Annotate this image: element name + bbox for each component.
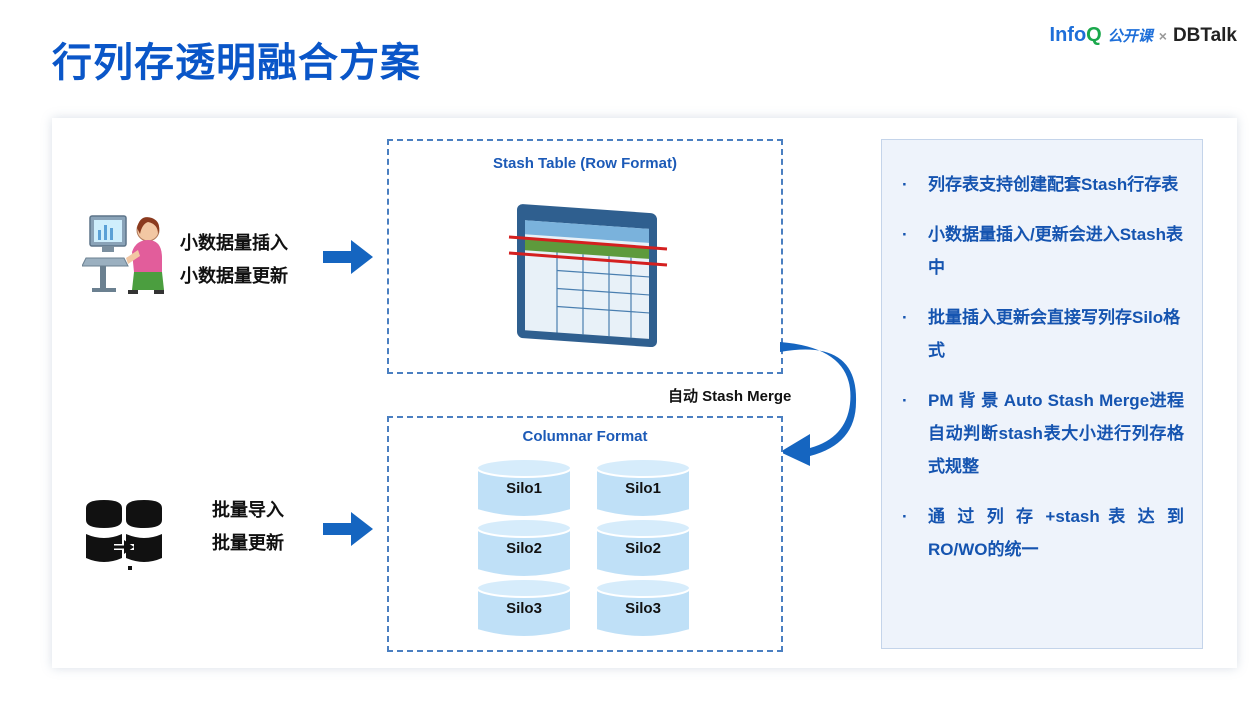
gongkaike-logo: 公开课 [1107, 28, 1153, 45]
sponsor-logos: InfoQ 公开课 × DBTalk [1050, 24, 1237, 47]
silo-cylinder: Silo1 [476, 458, 572, 522]
infoq-logo: InfoQ [1049, 24, 1102, 46]
arrow-right-icon [323, 512, 373, 546]
merge-arrow-icon [780, 342, 857, 466]
stash-table-title: Stash Table (Row Format) [493, 155, 677, 172]
silo-cylinder: Silo1 [595, 458, 691, 522]
silo-label: Silo3 [506, 600, 542, 617]
silo-label: Silo2 [506, 540, 542, 557]
silo-cylinder: Silo2 [595, 518, 691, 582]
logo-separator: × [1158, 27, 1167, 44]
silo-cylinder: Silo2 [476, 518, 572, 582]
silo-label: Silo1 [506, 480, 542, 497]
database-transfer-icon [86, 500, 162, 570]
bullet-item: ·列存表支持创建配套Stash行存表 [902, 175, 1179, 194]
arrow-right-icon [323, 240, 373, 274]
bullet-item: ·小数据量插入/更新会进入Stash表中 [902, 225, 1184, 277]
bullet-item: ·通 过 列 存 +stash 表 达 到 RO/WO的统一 [902, 507, 1184, 559]
user-computer-icon [82, 215, 164, 294]
stash-table-box: Stash Table (Row Format) [387, 139, 783, 374]
batch-import-label: 批量导入 [212, 500, 284, 521]
small-update-label: 小数据量更新 [180, 266, 288, 287]
dbtalk-logo: DBTalk [1172, 24, 1237, 46]
silo-label: Silo2 [625, 540, 661, 557]
silo-label: Silo1 [625, 480, 661, 497]
page-title: 行列存透明融合方案 [52, 40, 421, 86]
table-icon [508, 204, 668, 347]
small-insert-label: 小数据量插入 [180, 233, 288, 254]
merge-label: 自动 Stash Merge [668, 388, 792, 405]
silo-label: Silo3 [625, 600, 661, 617]
bullet-item: ·PM 背 景 Auto Stash Merge进程自动判断stash表大小进行… [902, 391, 1184, 476]
bullet-list: ·列存表支持创建配套Stash行存表 ·小数据量插入/更新会进入Stash表中 … [882, 140, 1202, 566]
small-data-labels: 小数据量插入 小数据量更新 [180, 227, 288, 293]
silo-cylinder: Silo3 [476, 578, 572, 642]
description-panel: ·列存表支持创建配套Stash行存表 ·小数据量插入/更新会进入Stash表中 … [881, 139, 1203, 649]
batch-labels: 批量导入 批量更新 [212, 494, 284, 560]
columnar-format-title: Columnar Format [522, 428, 648, 445]
bullet-item: ·批量插入更新会直接写列存Silo格式 [902, 308, 1181, 360]
batch-update-label: 批量更新 [212, 533, 284, 554]
columnar-format-box: Columnar Format [387, 416, 783, 652]
silo-cylinder: Silo3 [595, 578, 691, 642]
